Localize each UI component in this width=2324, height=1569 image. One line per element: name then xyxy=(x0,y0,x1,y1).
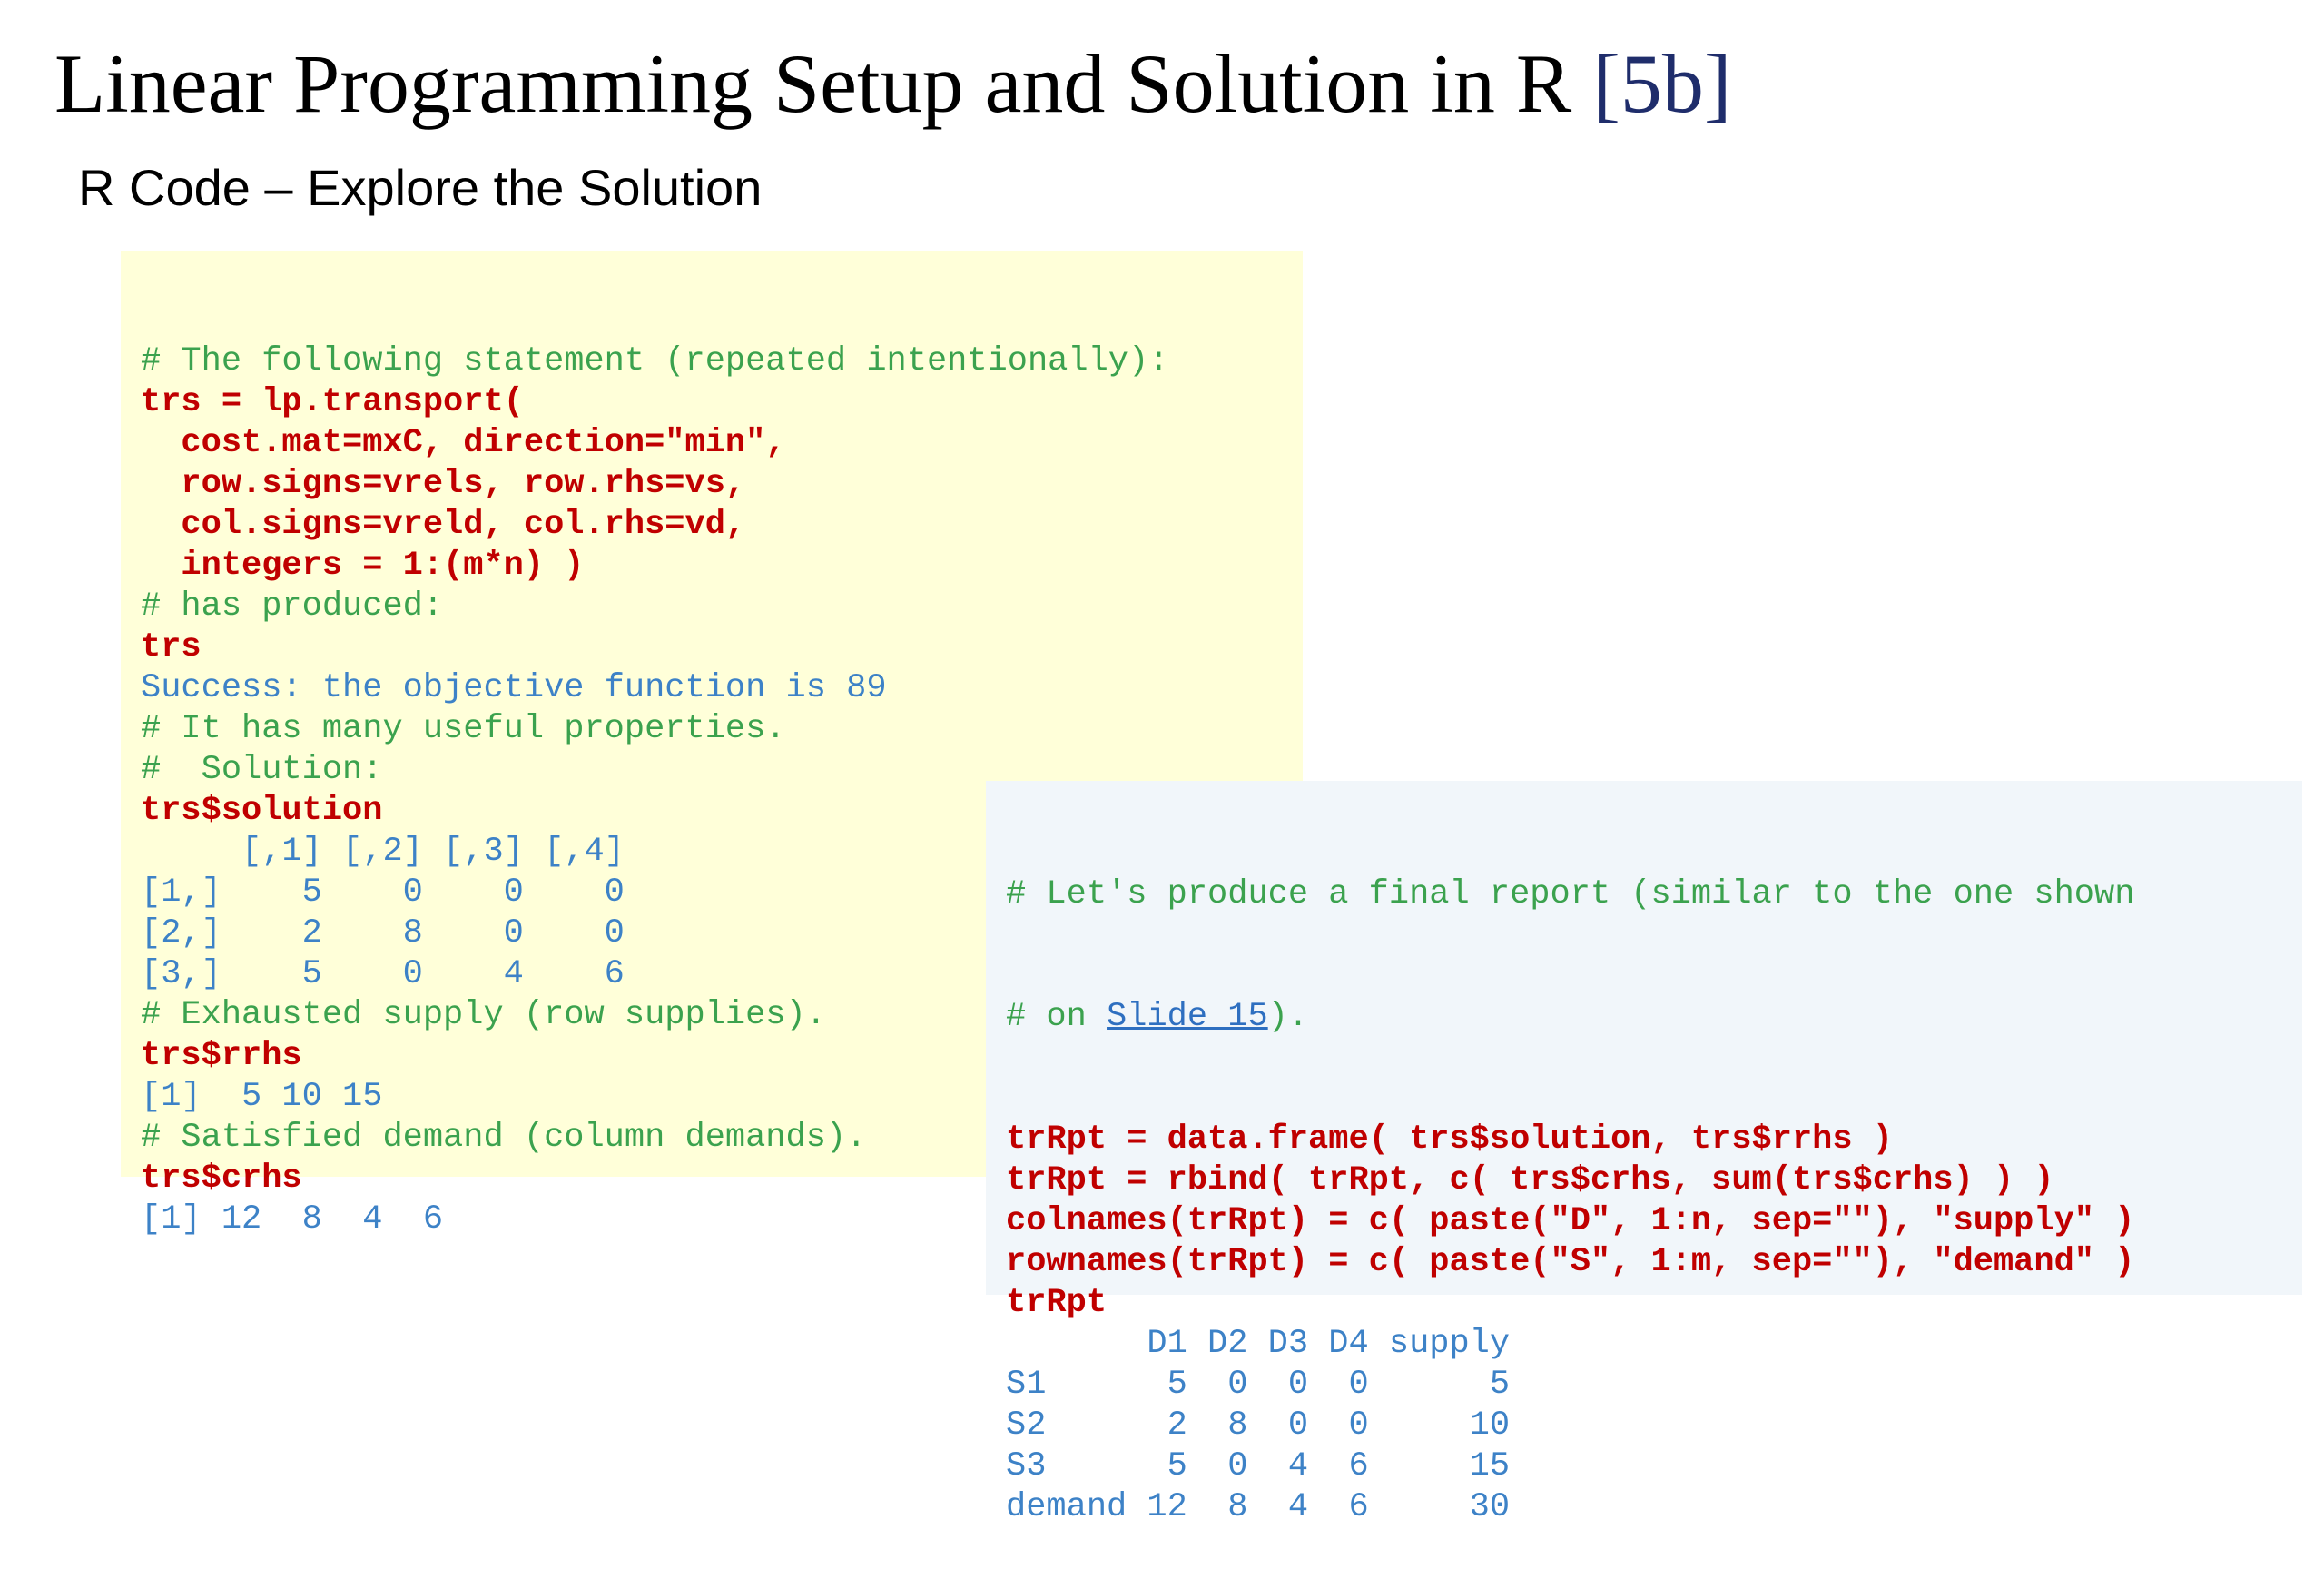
code-output-line: [1] 12 8 4 6 xyxy=(141,1200,444,1238)
code-statement-line: trs = lp.transport( xyxy=(141,383,524,421)
slide-title: Linear Programming Setup and Solution in… xyxy=(54,36,1731,131)
code-output-line: S2 2 8 0 0 10 xyxy=(1006,1406,1511,1445)
code-comment-line: # Solution: xyxy=(141,751,383,789)
code-statement-line: rownames(trRpt) = c( paste("S", 1:m, sep… xyxy=(1006,1243,2135,1281)
code-output-line: demand 12 8 4 6 30 xyxy=(1006,1488,1511,1526)
code-statement-line: trRpt = rbind( trRpt, c( trs$crhs, sum(t… xyxy=(1006,1161,2054,1199)
code-statement-line: cost.mat=mxC, direction="min", xyxy=(141,424,786,462)
code-output-line: [1] 5 10 15 xyxy=(141,1078,383,1116)
slide-15-link[interactable]: Slide 15 xyxy=(1107,998,1268,1036)
code-output-line: Success: the objective function is 89 xyxy=(141,669,887,707)
code-comment-line: # Exhausted supply (row supplies). xyxy=(141,996,826,1034)
code-comment-line: # has produced: xyxy=(141,587,444,626)
code-lines-right: trRpt = data.frame( trs$solution, trs$rr… xyxy=(1006,1120,2302,1528)
code-statement-line: trRpt xyxy=(1006,1284,1108,1322)
code-output-line: [,1] [,2] [,3] [,4] xyxy=(141,833,625,871)
code-comment-line: # It has many useful properties. xyxy=(141,710,786,748)
code-statement-line: row.signs=vrels, row.rhs=vs, xyxy=(141,465,746,503)
code-statement-line: integers = 1:(m*n) ) xyxy=(141,547,585,585)
code-lines-left: # The following statement (repeated inte… xyxy=(141,341,1303,1240)
code-output-line: S3 5 0 4 6 15 xyxy=(1006,1447,1511,1485)
code-output-line: [3,] 5 0 4 6 xyxy=(141,955,625,993)
code-comment-line: # Satisfied demand (column demands). xyxy=(141,1119,867,1157)
code-comment-line: # Let's produce a final report (similar … xyxy=(1006,875,2135,913)
slide-subtitle: R Code – Explore the Solution xyxy=(78,159,763,216)
code-statement-line: trRpt = data.frame( trs$solution, trs$rr… xyxy=(1006,1120,1893,1159)
code-statement-line: col.signs=vreld, col.rhs=vd, xyxy=(141,506,746,544)
code-comment-line: # on Slide 15). xyxy=(1006,997,2302,1038)
code-comment-line: # The following statement (repeated inte… xyxy=(141,342,1169,380)
code-statement-line: trs xyxy=(141,628,202,666)
code-output-line: D1 D2 D3 D4 supply xyxy=(1006,1325,1511,1363)
code-output-line: [1,] 5 0 0 0 xyxy=(141,873,625,912)
comment-prefix: # on xyxy=(1006,998,1108,1036)
code-output-line: [2,] 2 8 0 0 xyxy=(141,914,625,952)
code-output-line: S1 5 0 0 0 5 xyxy=(1006,1366,1511,1404)
code-statement-line: colnames(trRpt) = c( paste("D", 1:n, sep… xyxy=(1006,1202,2135,1240)
code-statement-line: trs$crhs xyxy=(141,1159,302,1198)
code-statement-line: trs$rrhs xyxy=(141,1037,302,1075)
slide-title-text: Linear Programming Setup and Solution in… xyxy=(54,37,1572,130)
code-statement-line: trs$solution xyxy=(141,792,383,830)
slide-title-reference: [5b] xyxy=(1592,37,1732,130)
code-panel-right: # Let's produce a final report (similar … xyxy=(986,781,2302,1526)
code-panel-left: # The following statement (repeated inte… xyxy=(121,251,1303,1238)
comment-suffix: ). xyxy=(1267,998,1309,1036)
